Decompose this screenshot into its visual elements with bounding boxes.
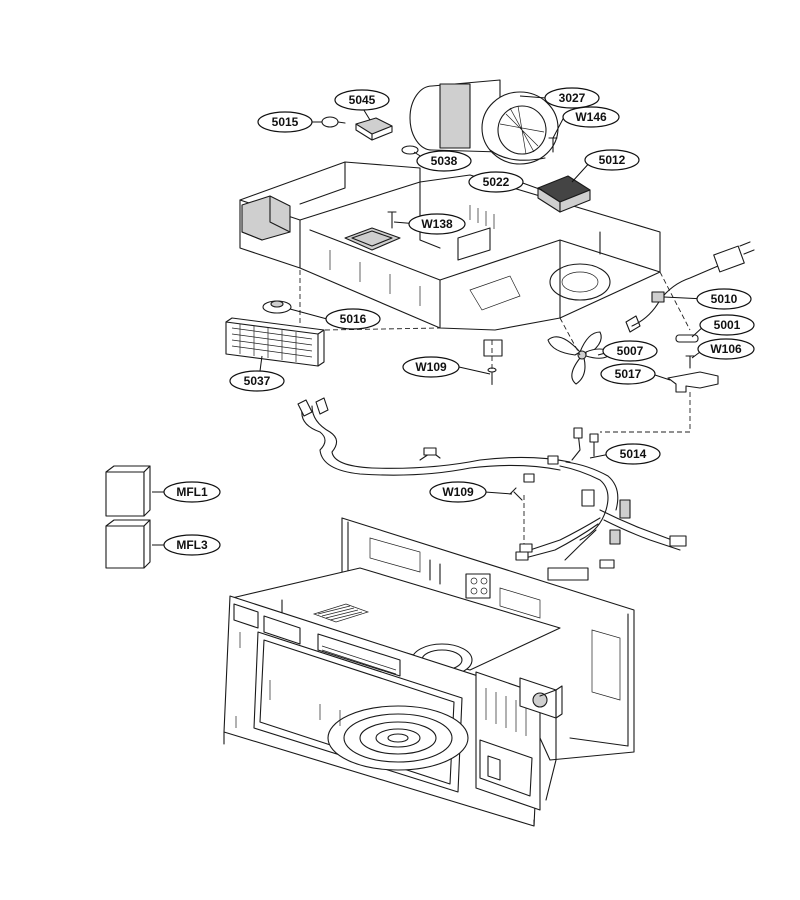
label-5017: 5017 <box>600 363 656 385</box>
label-mfl3: MFL3 <box>163 534 221 556</box>
label-5038: 5038 <box>416 150 472 172</box>
fan-motor-part <box>483 339 503 357</box>
label-w138: W138 <box>408 213 466 235</box>
lamp-socket-5045 <box>355 117 393 141</box>
svg-text:W138: W138 <box>421 217 453 231</box>
svg-text:W109: W109 <box>442 485 474 499</box>
svg-text:5038: 5038 <box>431 154 458 168</box>
svg-text:MFL1: MFL1 <box>176 485 208 499</box>
label-5045: 5045 <box>334 89 390 111</box>
mfl3-box <box>105 519 151 569</box>
svg-text:5045: 5045 <box>349 93 376 107</box>
svg-text:5007: 5007 <box>617 344 644 358</box>
top-plate-assembly <box>239 161 661 331</box>
label-5010: 5010 <box>696 288 752 310</box>
bracket-5017 <box>667 371 719 393</box>
blower-motor-assembly <box>409 79 559 165</box>
svg-text:W146: W146 <box>575 110 607 124</box>
screw-w138 <box>387 211 397 229</box>
svg-text:5037: 5037 <box>244 374 271 388</box>
part-5001 <box>675 334 699 343</box>
label-5007: 5007 <box>602 340 658 362</box>
svg-text:W109: W109 <box>415 360 447 374</box>
svg-text:MFL3: MFL3 <box>176 538 208 552</box>
wire-harness-5014 <box>297 397 687 581</box>
label-3027: 3027 <box>544 87 600 109</box>
svg-text:5001: 5001 <box>714 318 741 332</box>
label-5016: 5016 <box>325 308 381 330</box>
label-5001: 5001 <box>699 314 755 336</box>
svg-text:5015: 5015 <box>272 115 299 129</box>
svg-text:5014: 5014 <box>620 447 647 461</box>
label-5014: 5014 <box>605 443 661 465</box>
label-5015: 5015 <box>257 111 313 133</box>
svg-text:5017: 5017 <box>615 367 642 381</box>
svg-text:3027: 3027 <box>559 91 586 105</box>
thermistor-5016 <box>262 300 292 314</box>
svg-text:5022: 5022 <box>483 175 510 189</box>
fan-blade-5007 <box>547 331 613 385</box>
grease-filter-5037 <box>225 317 325 367</box>
screw-w106 <box>685 355 695 369</box>
label-5012: 5012 <box>584 149 640 171</box>
assembly-guide-lines <box>299 270 691 560</box>
mfl1-box <box>105 465 151 517</box>
svg-text:5012: 5012 <box>599 153 626 167</box>
svg-text:5010: 5010 <box>711 292 738 306</box>
damper-5012 <box>537 175 591 213</box>
svg-text:W106: W106 <box>710 342 742 356</box>
label-w109-upper: W109 <box>402 356 460 378</box>
main-chassis <box>223 517 635 827</box>
label-w109-lower: W109 <box>429 481 487 503</box>
label-w106: W106 <box>697 338 755 360</box>
lamp-5015 <box>321 116 346 128</box>
label-w146: W146 <box>562 106 620 128</box>
power-cord-5010 <box>625 241 755 333</box>
screw-w109-lower <box>509 487 523 501</box>
label-5022: 5022 <box>468 171 524 193</box>
label-5037: 5037 <box>229 370 285 392</box>
label-mfl1: MFL1 <box>163 481 221 503</box>
svg-text:5016: 5016 <box>340 312 367 326</box>
